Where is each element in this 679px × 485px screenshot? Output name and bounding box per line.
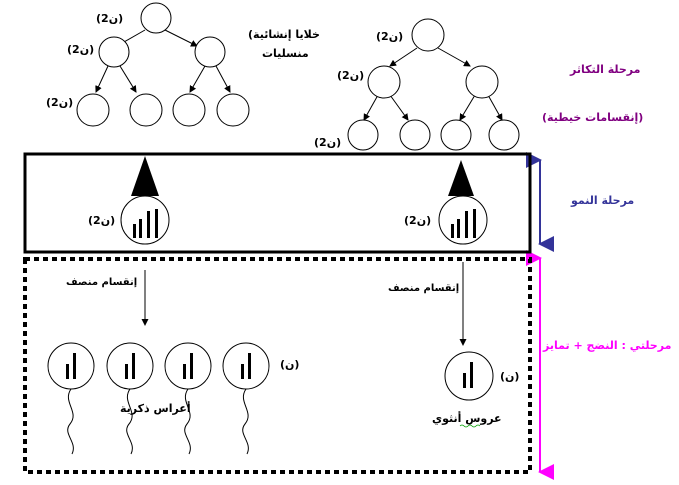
ploidy-label: (2ن) — [314, 136, 341, 149]
meiosis-label-left: إنقسام منصف — [66, 277, 137, 288]
chromosome — [155, 209, 158, 238]
ploidy-label: (2ن) — [88, 214, 115, 227]
ploidy-label: (ن) — [500, 370, 519, 383]
stage-multiplication-label: مرحلة التكاثر — [569, 63, 640, 76]
ploidy-label: (2ن) — [67, 43, 94, 56]
cell-circle — [76, 93, 110, 127]
tree-edge — [189, 65, 206, 93]
cell-circle — [194, 36, 226, 68]
chromosome — [147, 211, 150, 238]
tree-edge — [164, 29, 198, 47]
chromosome — [73, 353, 76, 379]
ploidy-label: (ن) — [280, 358, 299, 371]
chromosome — [139, 219, 142, 238]
chromosome — [473, 209, 476, 238]
ploidy-label: (2ن) — [337, 69, 364, 82]
cell-circle — [140, 2, 172, 34]
sperm-tail — [126, 388, 133, 455]
chromosome — [125, 364, 128, 379]
female-gamete — [444, 351, 494, 401]
male-gamete — [222, 342, 270, 455]
cell-circle — [411, 18, 445, 52]
male-gamete — [106, 342, 154, 455]
chromosome — [133, 224, 136, 238]
tree-edge — [389, 47, 418, 67]
cell-circle — [106, 342, 154, 390]
ploidy-label: (2ن) — [96, 12, 123, 25]
sperm-tail — [242, 388, 249, 455]
stage-mitosis-label: (إنقسامات خيطية) — [542, 111, 643, 124]
growth-arrowhead — [131, 156, 159, 196]
cell-circle — [347, 119, 379, 151]
chromosome — [248, 353, 251, 379]
cell-circle — [222, 342, 270, 390]
stage-maturation-label: مرحلتي : النضج + تمايز — [542, 339, 671, 352]
right-multiplication-tree — [347, 18, 520, 151]
diploid-cells-caption-line1: (خلايا إنشائية — [248, 28, 320, 41]
growth-stage-box — [23, 152, 532, 254]
chromosome — [241, 364, 244, 379]
male-gamete — [47, 342, 95, 455]
chromosome — [66, 364, 69, 379]
maturation-stage-box — [23, 257, 532, 474]
sperm-tail — [67, 388, 74, 455]
tree-edge — [215, 65, 231, 93]
ploidy-label: (2ن) — [376, 30, 403, 43]
meiosis-label-right: إنقسام منصف — [388, 283, 459, 294]
tree-edge — [389, 94, 409, 121]
chromosome — [470, 362, 473, 388]
tree-edge — [437, 47, 471, 67]
diploid-cells-caption-line2: منسليات — [262, 47, 309, 60]
male-gamete — [164, 342, 212, 455]
chromosome — [190, 353, 193, 379]
cell-circle — [438, 195, 488, 245]
cell-circle — [129, 93, 163, 127]
male-gametes — [47, 342, 270, 455]
ploidy-label: (2ن) — [404, 214, 431, 227]
chromosome — [457, 219, 460, 238]
spellcheck-underline — [459, 424, 481, 428]
sperm-tail — [184, 388, 191, 455]
chromosome — [465, 211, 468, 238]
cell-circle — [172, 93, 206, 127]
cell-circle — [120, 195, 170, 245]
cell-circle — [164, 342, 212, 390]
growth-arrowhead — [448, 160, 474, 196]
chromosome — [132, 353, 135, 379]
stage-growth-label: مرحلة النمو — [570, 194, 634, 207]
growth-cell-left — [120, 195, 170, 245]
cell-circle — [216, 93, 250, 127]
chromosome — [183, 364, 186, 379]
chromosome — [463, 373, 466, 388]
tree-edge — [363, 94, 379, 121]
cell-circle — [98, 36, 130, 68]
cell-circle — [444, 351, 494, 401]
male-gametes-label: أعراس ذكرية — [120, 401, 191, 415]
female-gamete-label: عروس أنثوي — [432, 411, 502, 425]
left-multiplication-tree — [76, 2, 250, 127]
cell-circle — [367, 65, 401, 99]
tree-edge — [459, 94, 476, 121]
cell-circle — [465, 65, 499, 99]
growth-cell-right — [438, 195, 488, 245]
cell-circle — [440, 119, 472, 151]
tree-edge — [487, 94, 503, 121]
ploidy-label: (2ن) — [46, 96, 73, 109]
cell-circle — [47, 342, 95, 390]
cell-circle — [488, 119, 520, 151]
tree-edge — [95, 65, 109, 93]
tree-edge — [119, 65, 137, 93]
chromosome — [451, 224, 454, 238]
cell-circle — [399, 119, 431, 151]
